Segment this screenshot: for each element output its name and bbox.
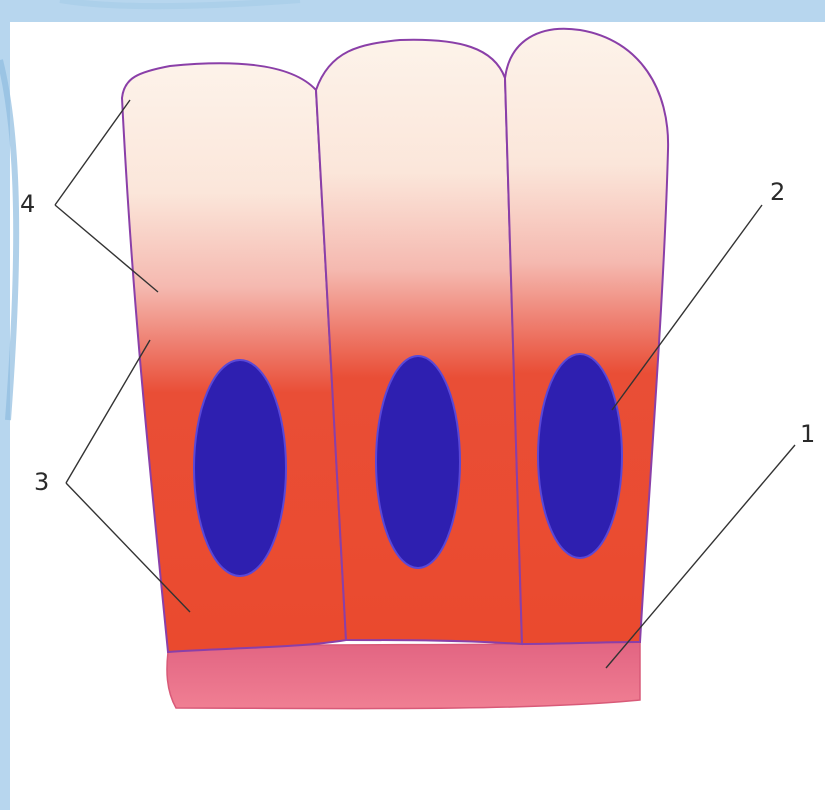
leader-line-4a <box>55 100 130 205</box>
label-apical-cytoplasm: 4 <box>20 190 35 218</box>
leader-line-3a <box>66 340 150 483</box>
nucleus-middle <box>376 356 460 568</box>
label-basement-membrane: 1 <box>800 420 815 448</box>
nucleus-left <box>194 360 286 576</box>
basement-membrane <box>167 642 640 709</box>
nucleus-right <box>538 354 622 558</box>
label-nucleus: 2 <box>770 178 785 206</box>
label-basal-cytoplasm: 3 <box>34 468 49 496</box>
